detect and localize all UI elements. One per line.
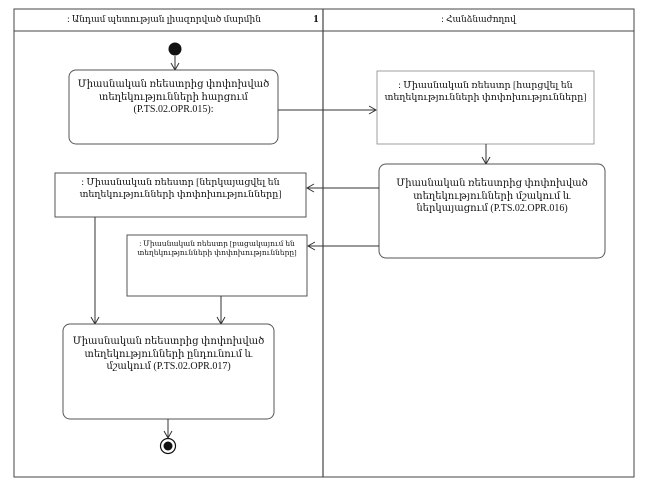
lane-header-member-state: : Անդամ պետության լիազորված մարմին — [67, 14, 261, 25]
action-request-changes-label: Միասնական ռեեստրից փոփոխված տեղեկություն… — [77, 79, 270, 116]
lane-header-commission: : Հանձնաժողով — [441, 14, 516, 25]
diagram-frame — [13, 8, 635, 478]
action-process-and-submit — [378, 163, 606, 259]
object-registry-requested-label: : Միասնական ռեեստր [հարցվել են տեղեկությ… — [384, 81, 587, 103]
action-process-and-submit-label: Միասնական ռեեստրից փոփոխված տեղեկություն… — [396, 178, 588, 215]
object-registry-absent-label: : Միասնական ռեեստր [բացակայում են տեղեկո… — [137, 239, 297, 257]
action-receive-and-process-label: Միասնական ռեեստրից փոփոխված տեղեկություն… — [72, 336, 265, 373]
object-registry-absent — [126, 234, 308, 297]
object-registry-submitted — [54, 172, 307, 218]
initial-node — [168, 42, 182, 56]
final-node-dot — [163, 441, 173, 451]
object-registry-submitted-label: : Միասնական ռեեստր [ներկայացվել են տեղեկ… — [79, 178, 282, 200]
lane-marker: 1 — [313, 13, 319, 26]
action-request-changes — [68, 69, 279, 145]
